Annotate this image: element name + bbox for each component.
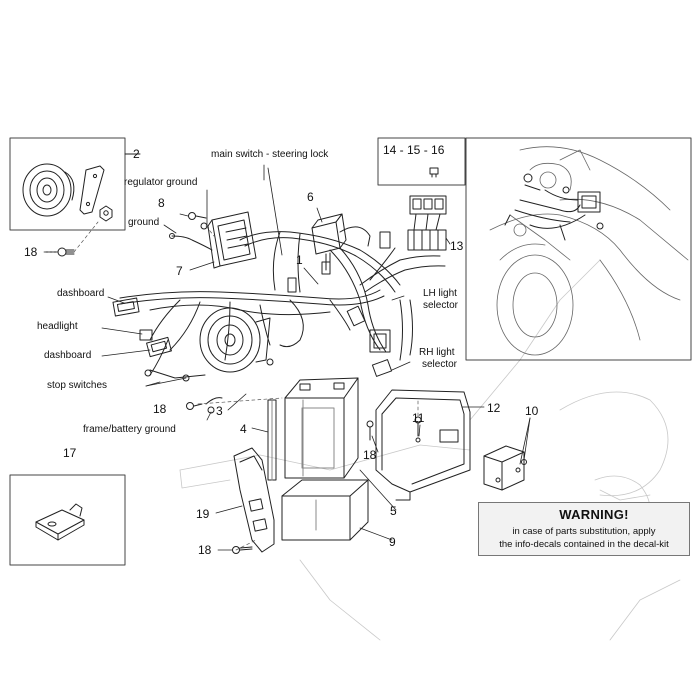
screw-11 bbox=[414, 416, 422, 437]
label-main-switch: main switch - steering lock bbox=[211, 149, 329, 160]
horn-main bbox=[199, 307, 271, 373]
callout-10: 10 bbox=[525, 404, 539, 418]
callout-11: 11 bbox=[412, 411, 425, 425]
label-regulator-ground: regulator ground bbox=[124, 177, 198, 188]
horn-2 bbox=[22, 163, 75, 217]
bracket-inset-box bbox=[9, 474, 126, 566]
label-lh-selector: selector bbox=[423, 300, 459, 311]
callout-2: 2 bbox=[133, 147, 140, 161]
bracket-19 bbox=[233, 447, 275, 553]
bracket-17 bbox=[35, 503, 85, 541]
battery-5 bbox=[284, 377, 359, 479]
horn-nut bbox=[99, 205, 113, 222]
warning-line-1: in case of parts substitution, apply bbox=[512, 526, 656, 537]
callout-12: 12 bbox=[487, 401, 501, 415]
voltage-regulator-7 bbox=[207, 211, 257, 269]
light-selector-connector-13 bbox=[407, 195, 447, 251]
warning-panel: WARNING! in case of parts substitution, … bbox=[478, 502, 690, 556]
ground-wire bbox=[169, 233, 213, 251]
screw-18-bottom bbox=[232, 546, 253, 554]
scooter-inset-box bbox=[465, 137, 692, 361]
scooter-front-sketch bbox=[489, 146, 689, 356]
background-frame-silhouette bbox=[179, 259, 681, 641]
dashed-lines bbox=[73, 221, 419, 551]
warning-line-2: the info-decals contained in the decal-k… bbox=[499, 539, 669, 550]
label-headlight: headlight bbox=[37, 321, 78, 332]
label-dashboard-bottom: dashboard bbox=[44, 350, 92, 361]
leader-lines bbox=[43, 164, 531, 551]
callout-19: 19 bbox=[196, 507, 210, 521]
horn-inset-box bbox=[9, 137, 141, 231]
callout-1: 1 bbox=[296, 253, 303, 267]
callout-5: 5 bbox=[390, 504, 397, 518]
label-dashboard-top: dashboard bbox=[57, 288, 105, 299]
screw-8 bbox=[188, 212, 208, 230]
control-unit-10 bbox=[483, 445, 527, 491]
horn-bracket bbox=[79, 165, 105, 215]
callout-18-battery: 18 bbox=[363, 448, 377, 462]
label-lh-light: LH light bbox=[423, 288, 457, 299]
scooter-wiring-bundle bbox=[504, 173, 604, 241]
callout-7: 7 bbox=[176, 264, 183, 278]
warning-title: WARNING! bbox=[479, 507, 689, 522]
callout-14-15-16: 14 - 15 - 16 bbox=[383, 143, 445, 157]
label-ground: ground bbox=[128, 217, 160, 228]
wiring-harness-1 bbox=[119, 231, 446, 379]
callout-3: 3 bbox=[216, 404, 223, 418]
callout-6: 6 bbox=[307, 190, 314, 204]
callout-18-left: 18 bbox=[24, 245, 38, 259]
callout-8: 8 bbox=[158, 196, 165, 210]
label-frame-battery-ground: frame/battery ground bbox=[83, 424, 176, 435]
label-rh-selector: selector bbox=[422, 359, 458, 370]
callout-13: 13 bbox=[450, 239, 464, 253]
callout-18-mid: 18 bbox=[153, 402, 167, 416]
callout-18-bottom: 18 bbox=[198, 543, 212, 557]
callout-17: 17 bbox=[63, 446, 77, 460]
label-stop-switches: stop switches bbox=[47, 380, 108, 391]
vent-tube-4 bbox=[267, 399, 277, 481]
screw-18-battery bbox=[366, 420, 374, 441]
callout-9: 9 bbox=[389, 535, 396, 549]
fuse-inset-box bbox=[377, 137, 466, 186]
label-rh-light: RH light bbox=[419, 347, 455, 358]
battery-tray-9 bbox=[281, 479, 369, 541]
warning-title-text: WARNING! bbox=[559, 507, 629, 522]
callout-4: 4 bbox=[240, 422, 247, 436]
screw-18-mid bbox=[186, 397, 223, 410]
main-switch-6 bbox=[311, 213, 371, 271]
